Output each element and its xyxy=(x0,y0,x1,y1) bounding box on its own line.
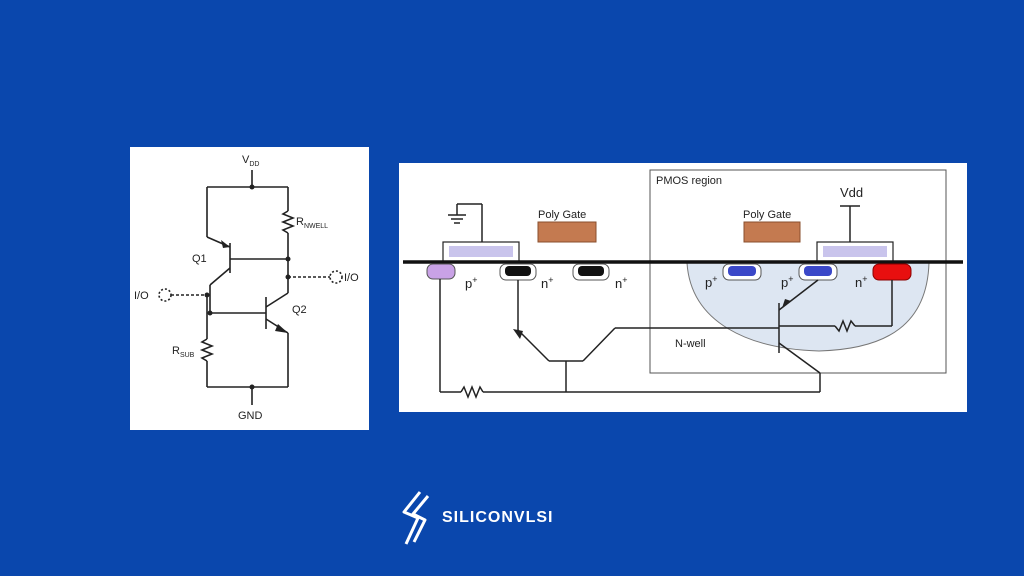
io-left-label: I/O xyxy=(134,290,149,302)
rnwell-label: RNWELL xyxy=(296,216,328,230)
p-plus-label-1: p+ xyxy=(465,275,478,291)
n-plus-label-3: n+ xyxy=(855,274,868,290)
vdd-label: Vdd xyxy=(840,185,863,200)
q2-emitter-arrow xyxy=(275,324,288,333)
parasitic-circuit xyxy=(439,279,893,400)
vdd-terminal xyxy=(840,205,860,242)
cmos-cross-section: PMOS region N-well Poly Gate Poly Gate V… xyxy=(399,163,967,412)
nwell-label: N-well xyxy=(675,338,706,350)
n-well xyxy=(686,262,930,352)
brand-name: SILICONVLSI xyxy=(442,509,554,526)
n-plus-diffusion-2 xyxy=(578,266,604,276)
n-plus-diffusion-1 xyxy=(505,266,531,276)
q1-label: Q1 xyxy=(192,253,207,265)
poly-gate-left-label: Poly Gate xyxy=(538,209,586,221)
p-plus-label-3: p+ xyxy=(781,274,794,290)
cross-section-diagram: PMOS region N-well Poly Gate Poly Gate V… xyxy=(403,169,963,400)
p-plus-label-2: p+ xyxy=(705,274,718,290)
vdd-label: VDD xyxy=(242,154,259,168)
n-well-contact xyxy=(872,263,912,281)
gate-oxide-right xyxy=(823,246,887,257)
ground-icon xyxy=(448,203,483,242)
pmos-region-box xyxy=(649,169,947,374)
q1-emitter-arrow xyxy=(221,240,230,248)
brand-logo: SILICONVLSI xyxy=(398,490,553,546)
latchup-equivalent-circuit: VDD RNWELL RSUB Q1 Q2 I/O I/O GND xyxy=(130,147,369,430)
pmos-region-label: PMOS region xyxy=(656,175,722,187)
n-plus-label-1: n+ xyxy=(541,275,554,291)
npn-emitter-arrow xyxy=(513,329,523,339)
pnp-emitter-arrow xyxy=(782,299,791,308)
io-right-label: I/O xyxy=(344,272,359,284)
p-plus-diffusion-1 xyxy=(728,266,756,276)
q2-label: Q2 xyxy=(292,304,307,316)
p-plus-diffusion-2 xyxy=(804,266,832,276)
poly-gate-left xyxy=(537,221,597,243)
rsub-label: RSUB xyxy=(172,345,195,359)
circuit-schematic: VDD RNWELL RSUB Q1 Q2 I/O I/O GND xyxy=(134,154,359,422)
gnd-label: GND xyxy=(238,410,263,422)
poly-gate-right-label: Poly Gate xyxy=(743,209,791,221)
n-plus-label-2: n+ xyxy=(615,275,628,291)
lightning-bolt-logo-icon xyxy=(402,491,430,545)
poly-gate-right xyxy=(743,221,801,243)
gate-oxide-left xyxy=(449,246,513,257)
p-plus-substrate-contact xyxy=(426,263,456,280)
